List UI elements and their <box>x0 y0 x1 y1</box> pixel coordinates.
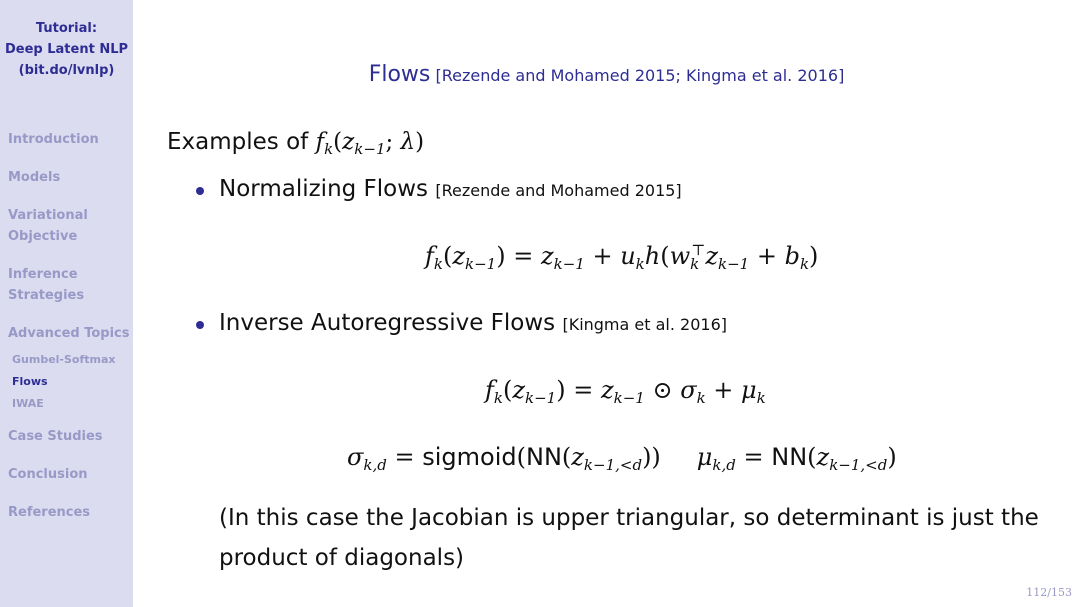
bullet-citation: [Rezende and Mohamed 2015] <box>435 181 682 200</box>
sidebar-navigation: Tutorial: Deep Latent NLP (bit.do/lvnlp)… <box>0 0 133 607</box>
slide-title: Flows [Rezende and Mohamed 2015; Kingma … <box>133 62 1080 87</box>
bullet-text: Inverse Autoregressive Flows <box>219 310 556 336</box>
nav-sub-gumbel-softmax[interactable]: Gumbel-Softmax <box>12 353 116 366</box>
nn-text: NN <box>525 443 562 471</box>
bullet-normalizing-flows: Normalizing Flows [Rezende and Mohamed 2… <box>219 176 682 202</box>
nav-variational-objective[interactable]: Variational Objective <box>8 205 88 247</box>
intro-text: Examples of <box>167 129 309 155</box>
nav-models[interactable]: Models <box>8 170 61 185</box>
nav-label-line: Objective <box>8 229 78 244</box>
nav-sub-flows[interactable]: Flows <box>12 375 48 388</box>
nav-label-line: Inference <box>8 267 78 282</box>
title-line: Deep Latent NLP <box>4 42 129 57</box>
equation-iaf: fk(zk−1) = zk−1 ⊙ σk + μk <box>485 376 766 407</box>
nav-conclusion[interactable]: Conclusion <box>8 467 88 482</box>
slide-title-main: Flows <box>368 62 431 87</box>
title-line: (bit.do/lvnlp) <box>18 63 115 78</box>
nn-text: NN <box>771 443 808 471</box>
equation-sigma-mu: σk,d = sigmoid(NN(zk−1,<d))μk,d = NN(zk−… <box>347 443 897 474</box>
intro-formula: fk(zk−1; λ) <box>315 129 425 158</box>
bullet-marker <box>196 187 204 195</box>
nav-label-line: Variational <box>8 208 88 223</box>
bullet-marker <box>196 321 204 329</box>
presentation-title[interactable]: Tutorial: Deep Latent NLP (bit.do/lvnlp) <box>0 18 133 81</box>
nav-references[interactable]: References <box>8 505 91 520</box>
bullet-text: Normalizing Flows <box>219 176 429 202</box>
slide-title-citation: [Rezende and Mohamed 2015; Kingma et al.… <box>435 66 845 85</box>
note-line: product of diagonals) <box>219 545 465 571</box>
nav-introduction[interactable]: Introduction <box>8 132 99 147</box>
title-line: Tutorial: <box>35 21 98 36</box>
bullet-citation: [Kingma et al. 2016] <box>562 315 727 334</box>
sigmoid-text: sigmoid <box>422 443 517 471</box>
nav-advanced-topics[interactable]: Advanced Topics <box>8 326 130 341</box>
nav-case-studies[interactable]: Case Studies <box>8 429 103 444</box>
nav-label-line: Strategies <box>8 288 85 303</box>
jacobian-note: (In this case the Jacobian is upper tria… <box>219 498 1039 578</box>
nav-sub-iwae[interactable]: IWAE <box>12 397 44 410</box>
note-line: (In this case the Jacobian is upper tria… <box>219 505 1039 531</box>
intro-line: Examples of fk(zk−1; λ) <box>167 129 425 158</box>
page-number: 112/153 <box>1026 586 1072 599</box>
equation-normalizing-flow: fk(zk−1) = zk−1 + ukh(wk⊤zk−1 + bk) <box>425 241 819 273</box>
nav-inference-strategies[interactable]: Inference Strategies <box>8 264 84 306</box>
bullet-inverse-autoregressive-flows: Inverse Autoregressive Flows [Kingma et … <box>219 310 727 336</box>
